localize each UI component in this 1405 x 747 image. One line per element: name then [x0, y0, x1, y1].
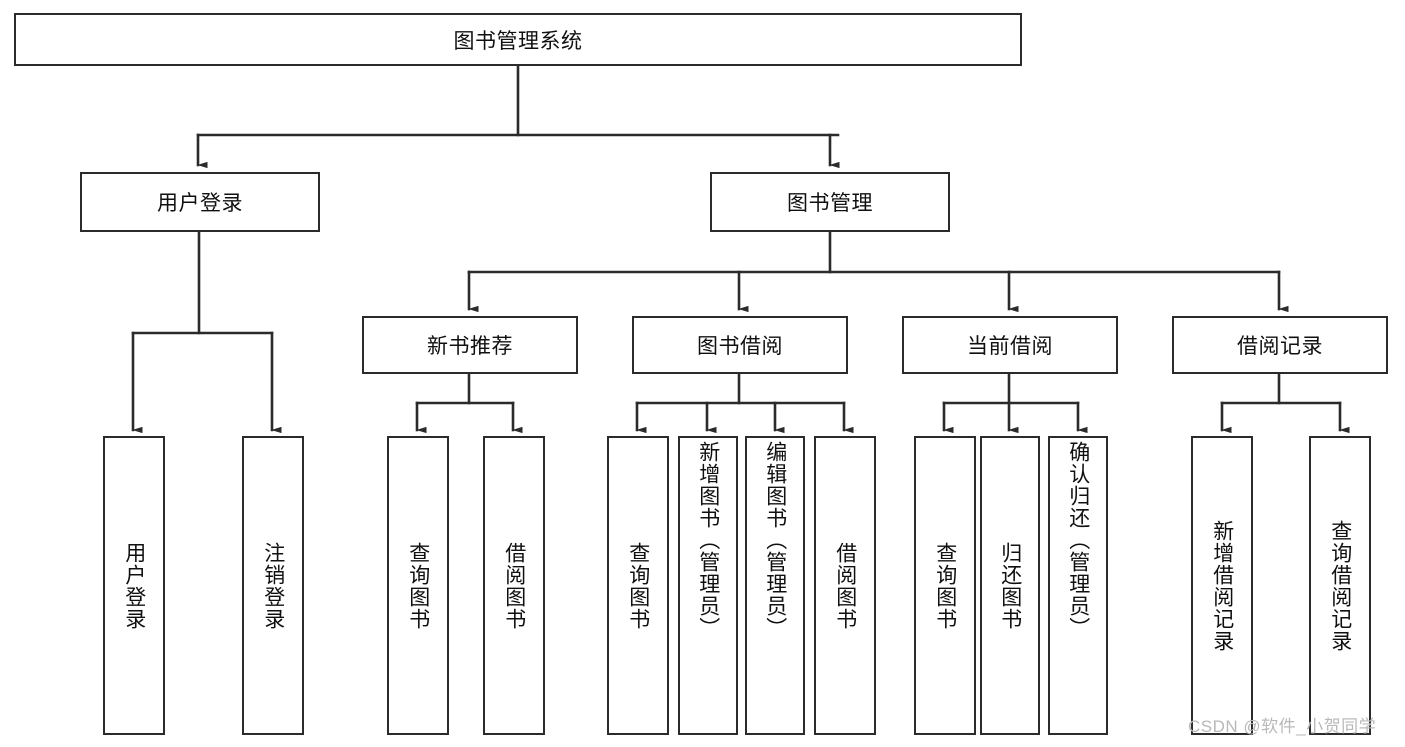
node-leaf-borrow-book-1-label: 借阅图书: [502, 541, 526, 630]
node-leaf-query-book-3-label: 查询图书: [933, 541, 957, 630]
node-book-manage-label: 图书管理: [787, 192, 873, 215]
node-new-book-rec-label: 新书推荐: [427, 335, 513, 358]
node-new-book-rec[interactable]: 新书推荐: [362, 316, 578, 374]
node-leaf-query-book-2-label: 查询图书: [626, 541, 650, 630]
node-root-label: 图书管理系统: [453, 29, 583, 53]
node-user-login[interactable]: 用户登录: [80, 172, 320, 232]
node-leaf-query-book-1[interactable]: 查询图书: [387, 436, 449, 735]
node-borrow-record[interactable]: 借阅记录: [1172, 316, 1388, 374]
node-book-borrow[interactable]: 图书借阅: [632, 316, 848, 374]
node-leaf-query-record-label: 查询借阅记录: [1328, 519, 1352, 652]
node-leaf-user-login[interactable]: 用户登录: [103, 436, 165, 735]
node-leaf-borrow-book-2[interactable]: 借阅图书: [814, 436, 876, 735]
node-leaf-query-book-3[interactable]: 查询图书: [914, 436, 976, 735]
node-leaf-borrow-book-1[interactable]: 借阅图书: [483, 436, 545, 735]
node-leaf-logout-label: 注销登录: [261, 541, 285, 630]
node-leaf-return-book[interactable]: 归还图书: [980, 436, 1040, 735]
node-book-manage[interactable]: 图书管理: [710, 172, 950, 232]
node-leaf-edit-book[interactable]: 编辑图书（管理员）: [745, 436, 805, 735]
node-leaf-return-book-label: 归还图书: [998, 541, 1022, 630]
node-leaf-query-book-2[interactable]: 查询图书: [607, 436, 669, 735]
node-current-borrow[interactable]: 当前借阅: [902, 316, 1118, 374]
node-leaf-user-login-label: 用户登录: [122, 541, 146, 630]
node-current-borrow-label: 当前借阅: [967, 335, 1053, 358]
node-leaf-add-book-label: 新增图书（管理员）: [696, 441, 720, 639]
node-leaf-add-record[interactable]: 新增借阅记录: [1191, 436, 1253, 735]
node-leaf-query-record[interactable]: 查询借阅记录: [1309, 436, 1371, 735]
node-leaf-borrow-book-2-label: 借阅图书: [833, 541, 857, 630]
node-leaf-query-book-1-label: 查询图书: [406, 541, 430, 630]
node-leaf-confirm-return-label: 确认归还（管理员）: [1066, 441, 1090, 639]
node-book-borrow-label: 图书借阅: [697, 335, 783, 358]
watermark-text: CSDN @软件_小贺同学: [1188, 717, 1377, 736]
node-root[interactable]: 图书管理系统: [14, 13, 1022, 66]
node-leaf-add-record-label: 新增借阅记录: [1210, 519, 1234, 652]
node-borrow-record-label: 借阅记录: [1237, 335, 1323, 358]
node-user-login-label: 用户登录: [157, 192, 243, 215]
node-leaf-confirm-return[interactable]: 确认归还（管理员）: [1048, 436, 1108, 735]
node-leaf-edit-book-label: 编辑图书（管理员）: [763, 441, 787, 639]
node-leaf-add-book[interactable]: 新增图书（管理员）: [678, 436, 738, 735]
node-leaf-logout[interactable]: 注销登录: [242, 436, 304, 735]
